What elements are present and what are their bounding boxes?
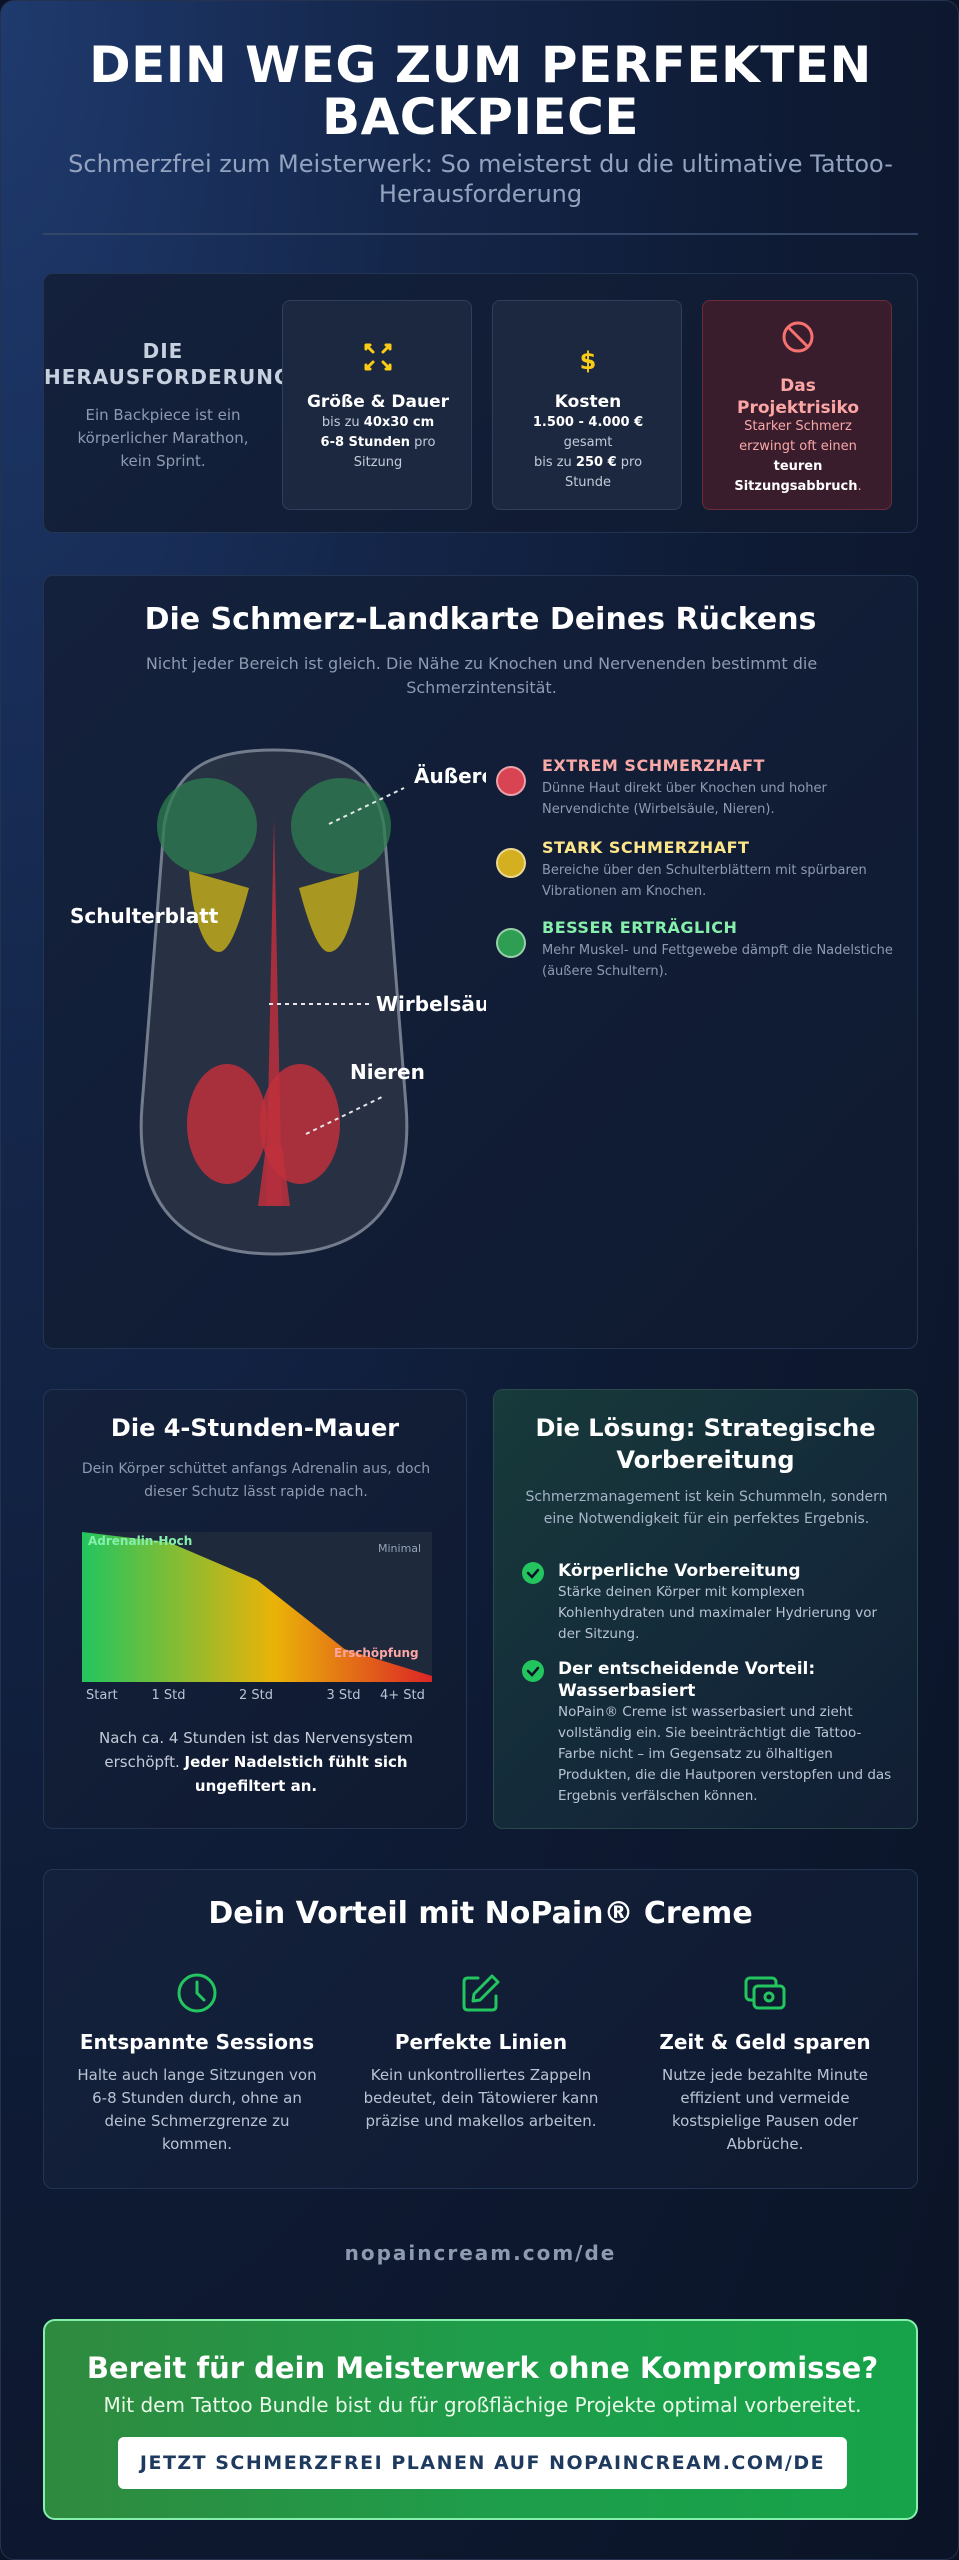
hero-divider bbox=[43, 233, 918, 235]
solution-card: Die Lösung: Strategische Vorbereitung Sc… bbox=[493, 1389, 918, 1829]
benefit-desc-2: Kein unkontrolliertes Zappeln bedeutet, … bbox=[363, 2066, 599, 2130]
page-title-line1: DEIN WEG ZUM PERFEKTEN bbox=[89, 36, 872, 94]
legend-desc-bearable: Mehr Muskel- und Fettgewebe dämpft die N… bbox=[542, 943, 893, 979]
pencil-icon bbox=[462, 1974, 500, 2012]
solution-title: Die Lösung: Strategische Vorbereitung bbox=[535, 1414, 876, 1474]
cta-banner: Bereit für dein Meisterwerk ohne Komprom… bbox=[43, 2319, 918, 2520]
benefit-desc-1: Halte auch lange Sitzungen von 6-8 Stund… bbox=[77, 2066, 317, 2153]
chart-annotation-low: Erschöpfung bbox=[334, 1646, 419, 1660]
legend-title-extreme: EXTREM SCHMERZHAFT bbox=[542, 756, 765, 775]
check-icon bbox=[522, 1660, 544, 1682]
cta-title: Bereit für dein Meisterwerk ohne Komprom… bbox=[86, 2351, 879, 2385]
zone-left-shoulder bbox=[157, 778, 257, 874]
wall-title: Die 4-Stunden-Mauer bbox=[110, 1414, 400, 1442]
svg-text:$: $ bbox=[580, 347, 597, 375]
benefits-title: Dein Vorteil mit NoPain® Creme bbox=[208, 1896, 753, 1931]
solution-item-desc-1: Stärke deinen Körper mit komplexen Kohle… bbox=[558, 1584, 878, 1642]
challenge-card: DIE HERAUSFORDERUNG Ein Backpiece ist ei… bbox=[43, 273, 918, 533]
legend-title-bearable: BESSER ERTRÄGLICH bbox=[542, 918, 738, 937]
benefit-title-1: Entspannte Sessions bbox=[79, 2030, 315, 2054]
challenge-label-line1: DIE bbox=[142, 339, 184, 363]
cta-plan-button[interactable]: JETZT SCHMERZFREI PLANEN AUF NOPAINCREAM… bbox=[118, 2437, 847, 2489]
stat-size-title: Größe & Dauer bbox=[306, 392, 450, 412]
challenge-description: Ein Backpiece ist ein körperlicher Marat… bbox=[77, 406, 249, 470]
legend-dot-bearable bbox=[496, 928, 526, 958]
legend-dot-strong bbox=[496, 848, 526, 878]
chart-annotation-high: Adrenalin-Hoch bbox=[88, 1534, 193, 1548]
stat-risk-body: Starker Schmerz erzwingt oft einen teure… bbox=[734, 419, 862, 494]
legend-desc-extreme: Dünne Haut direkt über Knochen und hoher… bbox=[542, 781, 827, 817]
page-subtitle: Schmerzfrei zum Meisterwerk: So meisters… bbox=[68, 150, 893, 208]
wall-note: Nach ca. 4 Stunden ist das Nervensystem … bbox=[98, 1729, 414, 1795]
stat-costs-body: 1.500 - 4.000 € gesamt bis zu 250 € pro … bbox=[532, 415, 644, 490]
stat-costs: $ Kosten 1.500 - 4.000 € gesamt bis zu 2… bbox=[492, 300, 682, 510]
benefits-card: Dein Vorteil mit NoPain® Creme Entspannt… bbox=[43, 1869, 918, 2189]
stat-risk-title: Das Projektrisiko bbox=[737, 376, 859, 418]
solution-subtitle: Schmerzmanagement ist kein Schummeln, so… bbox=[525, 1489, 888, 1527]
stat-size-body: bis zu 40x30 cm 6-8 Stunden pro Sitzung bbox=[320, 415, 436, 470]
pain-map-title: Die Schmerz-Landkarte Deines Rückens bbox=[144, 602, 817, 637]
chart-annotation-min: Minimal bbox=[378, 1542, 422, 1555]
cta-subtitle: Mit dem Tattoo Bundle bist du für großfl… bbox=[103, 2393, 862, 2417]
legend-desc-strong: Bereiche über den Schulterblättern mit s… bbox=[542, 863, 867, 899]
zone-left-shoulderblade bbox=[189, 871, 249, 952]
solution-item-desc-2: NoPain® Creme ist wasserbasiert und zieh… bbox=[558, 1704, 892, 1804]
benefit-desc-3: Nutze jede bezahlte Minute effizient und… bbox=[662, 2066, 868, 2153]
solution-item-title-2: Der entscheidende Vorteil: Wasserbasiert bbox=[558, 1659, 816, 1701]
wall-subtitle: Dein Körper schüttet anfangs Adrenalin a… bbox=[81, 1461, 431, 1500]
ban-icon bbox=[782, 321, 814, 353]
page-title-line2: BACKPIECE bbox=[322, 88, 639, 146]
pain-map-subtitle: Nicht jeder Bereich ist gleich. Die Nähe… bbox=[145, 654, 818, 697]
solution-item-title-1: Körperliche Vorbereitung bbox=[558, 1561, 801, 1581]
check-icon bbox=[522, 1562, 544, 1584]
label-outer-shoulders: Äußere Schultern bbox=[414, 764, 486, 788]
label-spine: Wirbelsäule bbox=[376, 992, 486, 1016]
stat-size-duration: Größe & Dauer bis zu 40x30 cm 6-8 Stunde… bbox=[282, 300, 472, 510]
back-silhouette bbox=[139, 748, 409, 1256]
money-icon bbox=[744, 1976, 786, 2010]
x-tick-1h: 1 Std bbox=[151, 1688, 186, 1703]
zone-right-kidney bbox=[260, 1064, 340, 1184]
x-tick-start: Start bbox=[86, 1688, 118, 1703]
x-tick-3h: 3 Std bbox=[326, 1688, 361, 1703]
adrenaline-chart bbox=[82, 1532, 432, 1682]
challenge-label: DIE HERAUSFORDERUNG bbox=[44, 338, 292, 390]
pain-map-card: Die Schmerz-Landkarte Deines Rückens Nic… bbox=[43, 575, 918, 1349]
stat-project-risk: Das Projektrisiko Starker Schmerz erzwin… bbox=[702, 300, 892, 510]
zone-right-shoulder bbox=[291, 778, 391, 874]
legend-dot-extreme bbox=[496, 766, 526, 796]
dollar-icon: $ bbox=[580, 347, 597, 375]
legend-title-strong: STARK SCHMERZHAFT bbox=[542, 838, 750, 857]
challenge-label-line2: HERAUSFORDERUNG bbox=[44, 365, 292, 389]
clock-icon bbox=[177, 1973, 217, 2013]
leader-kidneys bbox=[305, 1095, 385, 1135]
adrenaline-area bbox=[82, 1532, 432, 1682]
expand-arrows-icon bbox=[364, 343, 392, 371]
zone-right-shoulderblade bbox=[299, 871, 359, 952]
label-shoulderblade: Schulterblatt bbox=[70, 904, 219, 928]
page-title: DEIN WEG ZUM PERFEKTEN BACKPIECE bbox=[1, 36, 958, 146]
label-kidneys: Nieren bbox=[350, 1060, 425, 1084]
four-hour-wall-card: Die 4-Stunden-Mauer Dein Körper schüttet… bbox=[43, 1389, 467, 1829]
zone-left-kidney bbox=[187, 1064, 267, 1184]
x-tick-2h: 2 Std bbox=[239, 1688, 274, 1703]
stat-costs-title: Kosten bbox=[554, 392, 622, 412]
leader-outer bbox=[328, 787, 405, 825]
benefit-title-2: Perfekte Linien bbox=[394, 2030, 568, 2054]
x-tick-4h: 4+ Std bbox=[380, 1688, 425, 1703]
benefit-title-3: Zeit & Geld sparen bbox=[659, 2030, 871, 2054]
website-url[interactable]: nopaincream.com/de bbox=[344, 2241, 617, 2265]
